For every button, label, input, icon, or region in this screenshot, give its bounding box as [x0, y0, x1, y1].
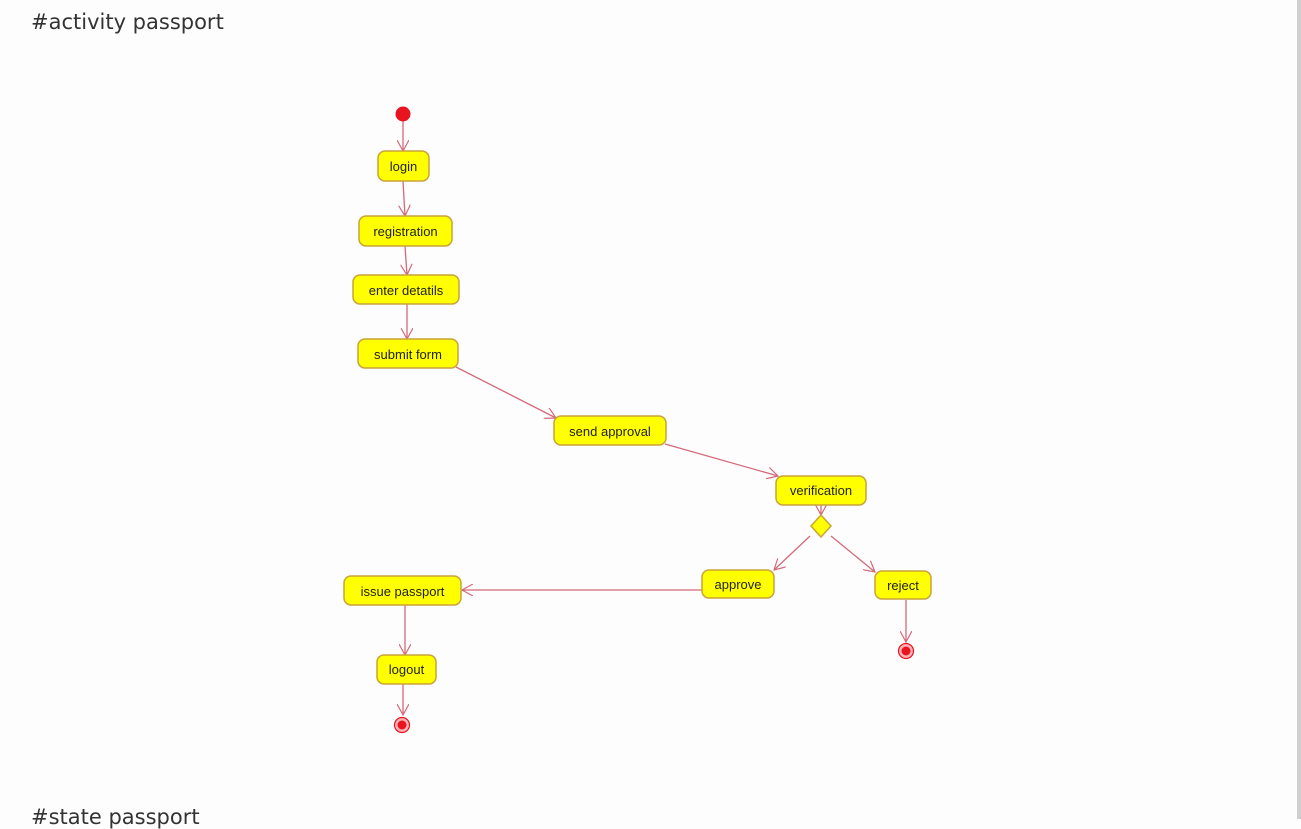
- final-node-icon: [393, 716, 411, 734]
- svg-text:send approval: send approval: [569, 424, 651, 439]
- decision-diamond-icon: [809, 513, 833, 539]
- activity-enter-details: enter detatils: [352, 274, 460, 305]
- svg-text:issue passport: issue passport: [361, 584, 445, 599]
- activity-logout: logout: [376, 654, 437, 685]
- final-node-reject-icon: [897, 642, 915, 660]
- svg-text:submit form: submit form: [374, 347, 442, 362]
- svg-text:enter detatils: enter detatils: [369, 283, 444, 298]
- svg-text:logout: logout: [389, 662, 425, 677]
- svg-text:reject: reject: [887, 578, 919, 593]
- activity-registration: registration: [358, 215, 453, 247]
- activity-submit-form: submit form: [357, 338, 459, 369]
- activity-login: login: [377, 150, 430, 182]
- activity-verification: verification: [775, 475, 867, 506]
- svg-text:verification: verification: [790, 483, 852, 498]
- next-section-heading: #state passport: [31, 805, 200, 829]
- svg-text:registration: registration: [373, 224, 437, 239]
- svg-text:approve: approve: [715, 577, 762, 592]
- activity-issue-passport: issue passport: [343, 575, 462, 606]
- activity-send-approval: send approval: [553, 415, 667, 446]
- activity-approve: approve: [701, 569, 775, 599]
- initial-node-icon: [395, 106, 411, 122]
- svg-text:login: login: [390, 159, 417, 174]
- activity-reject: reject: [874, 570, 932, 600]
- section-heading: #activity passport: [31, 10, 224, 34]
- edges: [403, 121, 906, 715]
- scrollbar[interactable]: [1297, 0, 1301, 819]
